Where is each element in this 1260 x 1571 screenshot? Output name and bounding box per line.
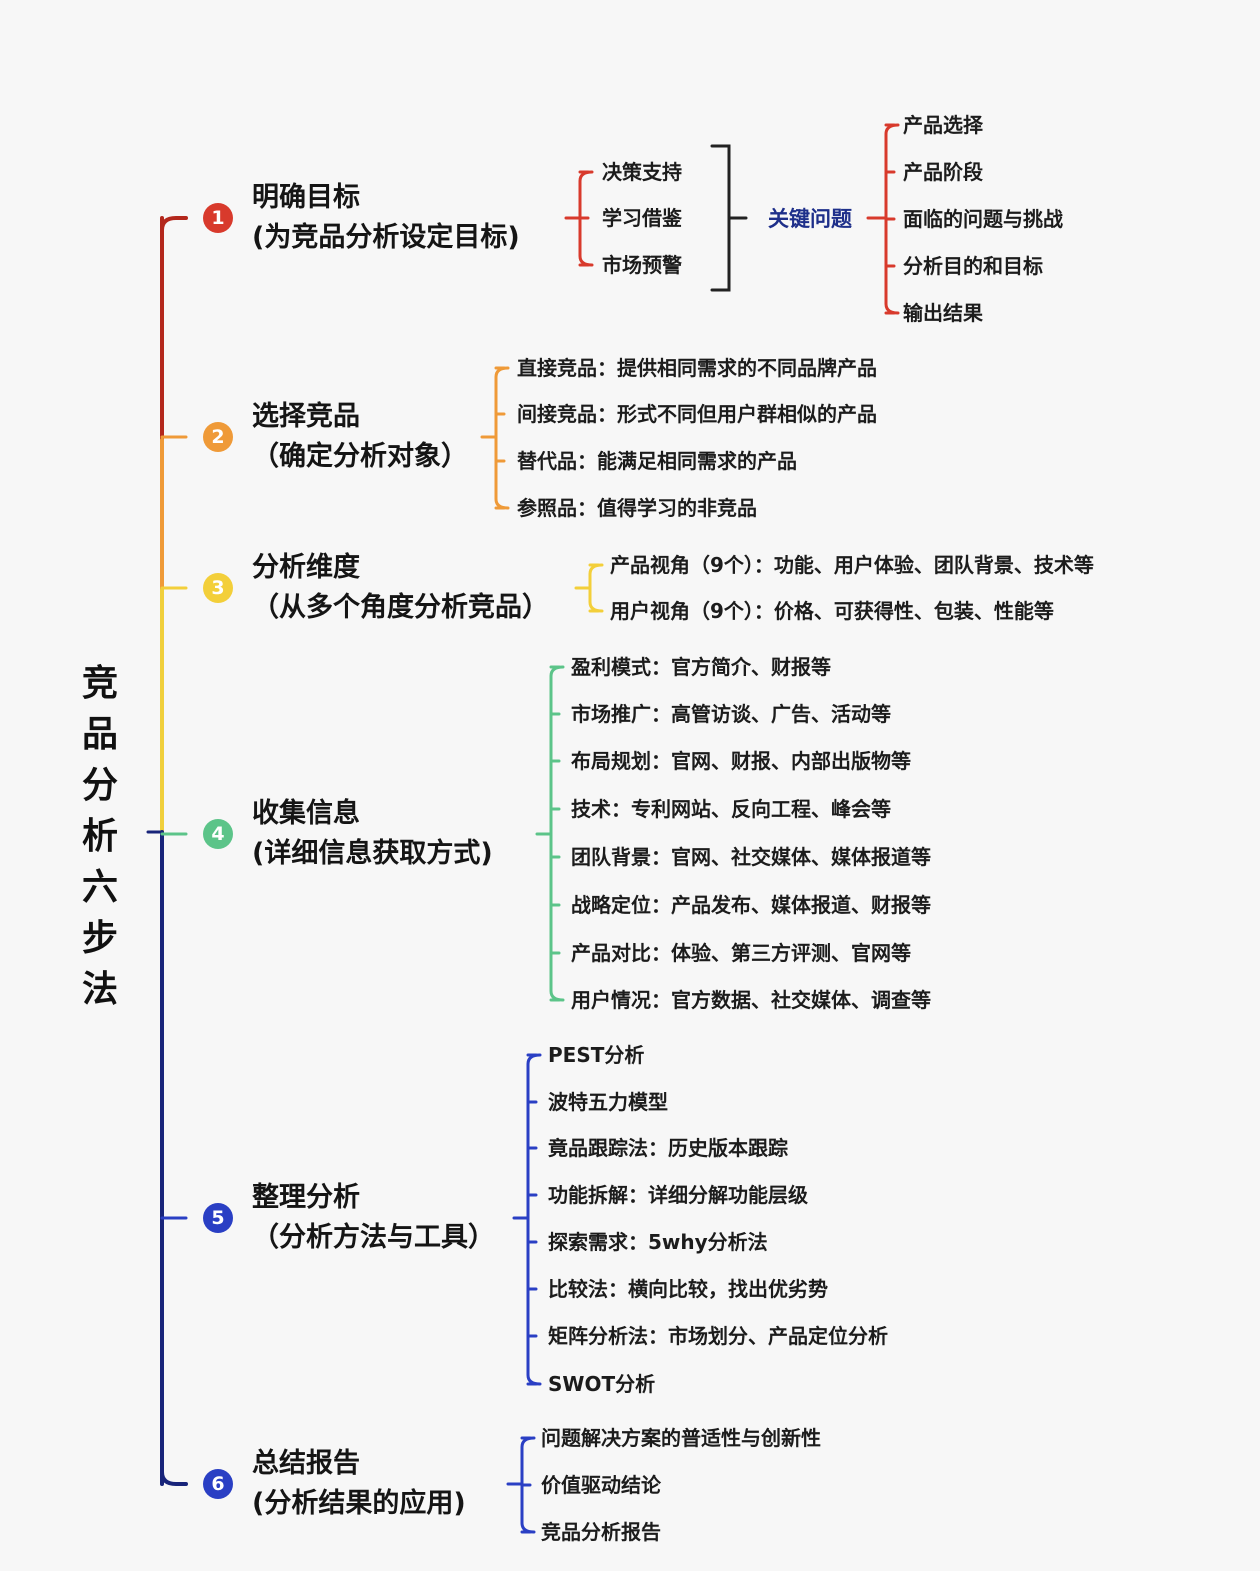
step-2-item: 间接竞品：形式不同但用户群相似的产品 bbox=[517, 402, 877, 426]
step-3-item: 产品视角（9个）：功能、用户体验、团队背景、技术等 bbox=[610, 553, 1094, 577]
step-4-badge: 4 bbox=[203, 819, 233, 849]
step-4-item: 产品对比：体验、第三方评测、官网等 bbox=[571, 941, 911, 965]
step-1-title-block: 明确目标 (为竞品分析设定目标) bbox=[252, 178, 520, 258]
step-6-badge: 6 bbox=[203, 1469, 233, 1499]
step-5-item: 功能拆解：详细分解功能层级 bbox=[548, 1183, 808, 1207]
step-4-item: 技术：专利网站、反向工程、峰会等 bbox=[571, 797, 891, 821]
step-6-title-block: 总结报告 (分析结果的应用) bbox=[252, 1444, 466, 1524]
step-6-connector bbox=[160, 1470, 188, 1486]
key-question-item: 输出结果 bbox=[903, 301, 983, 325]
step-5-title: 整理分析 bbox=[252, 1182, 360, 1213]
step-2-title: 选择竞品 bbox=[252, 401, 360, 432]
step-6-item: 竞品分析报告 bbox=[541, 1520, 661, 1544]
step-4-item: 布局规划：官网、财报、内部出版物等 bbox=[571, 749, 911, 773]
key-question-item: 产品选择 bbox=[903, 113, 983, 137]
step-4-subtitle: (详细信息获取方式) bbox=[252, 838, 493, 869]
step-5-item: SWOT分析 bbox=[548, 1372, 656, 1396]
step-2-item: 参照品：值得学习的非竞品 bbox=[517, 496, 757, 520]
step-3-title-block: 分析维度 （从多个角度分析竞品） bbox=[252, 548, 549, 628]
step-3-badge: 3 bbox=[203, 573, 233, 603]
step-1-right-bracket bbox=[710, 144, 731, 292]
step-3-item: 用户视角（9个）：价格、可获得性、包装、性能等 bbox=[610, 599, 1054, 623]
step-5-item: 比较法：横向比较，找出优劣势 bbox=[548, 1277, 828, 1301]
step-6-title: 总结报告 bbox=[252, 1448, 360, 1479]
step-1-title: 明确目标 bbox=[252, 182, 360, 213]
step-1-subtitle: (为竞品分析设定目标) bbox=[252, 222, 520, 253]
step-4-title-block: 收集信息 (详细信息获取方式) bbox=[252, 794, 493, 874]
step-5-item: 矩阵分析法：市场划分、产品定位分析 bbox=[548, 1324, 888, 1348]
step-5-badge: 5 bbox=[203, 1203, 233, 1233]
step-1-badge: 1 bbox=[203, 203, 233, 233]
step-1-item: 决策支持 bbox=[602, 160, 682, 184]
step-3-subtitle: （从多个角度分析竞品） bbox=[252, 592, 549, 623]
step-4-item: 团队背景：官网、社交媒体、媒体报道等 bbox=[571, 845, 931, 869]
step-1-connector bbox=[160, 216, 188, 232]
step-2-badge: 2 bbox=[203, 422, 233, 452]
step-2-item: 直接竞品：提供相同需求的不同品牌产品 bbox=[517, 356, 877, 380]
step-4-item: 市场推广：高管访谈、广告、活动等 bbox=[571, 702, 891, 726]
step-4-bracket bbox=[549, 665, 565, 1002]
step-3-title: 分析维度 bbox=[252, 552, 360, 583]
key-question-item: 产品阶段 bbox=[903, 160, 983, 184]
key-questions-label: 关键问题 bbox=[768, 207, 852, 231]
step-5-item: 波特五力模型 bbox=[548, 1090, 668, 1114]
step-3-bracket bbox=[588, 563, 604, 613]
step-2-subtitle: （确定分析对象） bbox=[252, 441, 468, 472]
step-6-item: 价值驱动结论 bbox=[541, 1473, 661, 1497]
step-4-item: 盈利模式：官方简介、财报等 bbox=[571, 655, 831, 679]
step-6-subtitle: (分析结果的应用) bbox=[252, 1488, 466, 1519]
step-4-title: 收集信息 bbox=[252, 798, 360, 829]
step-5-item: 探索需求：5why分析法 bbox=[548, 1230, 768, 1254]
step-4-item: 用户情况：官方数据、社交媒体、调查等 bbox=[571, 988, 931, 1012]
step-2-title-block: 选择竞品 （确定分析对象） bbox=[252, 397, 468, 477]
step-1-item: 市场预警 bbox=[602, 253, 682, 277]
step-5-subtitle: （分析方法与工具） bbox=[252, 1222, 495, 1253]
step-2-bracket bbox=[494, 366, 510, 510]
step-5-item: PEST分析 bbox=[548, 1043, 645, 1067]
root-title: 竞品分析六步法 bbox=[81, 663, 118, 1010]
step-2-item: 替代品：能满足相同需求的产品 bbox=[517, 449, 797, 473]
key-question-item: 分析目的和目标 bbox=[903, 254, 1043, 278]
key-question-item: 面临的问题与挑战 bbox=[903, 207, 1063, 231]
step-5-title-block: 整理分析 （分析方法与工具） bbox=[252, 1178, 495, 1258]
step-6-item: 问题解决方案的普适性与创新性 bbox=[541, 1426, 821, 1450]
step-5-item: 竟品跟踪法：历史版本跟踪 bbox=[548, 1136, 788, 1160]
step-1-item: 学习借鉴 bbox=[602, 206, 682, 230]
step-4-item: 战略定位：产品发布、媒体报道、财报等 bbox=[571, 893, 931, 917]
